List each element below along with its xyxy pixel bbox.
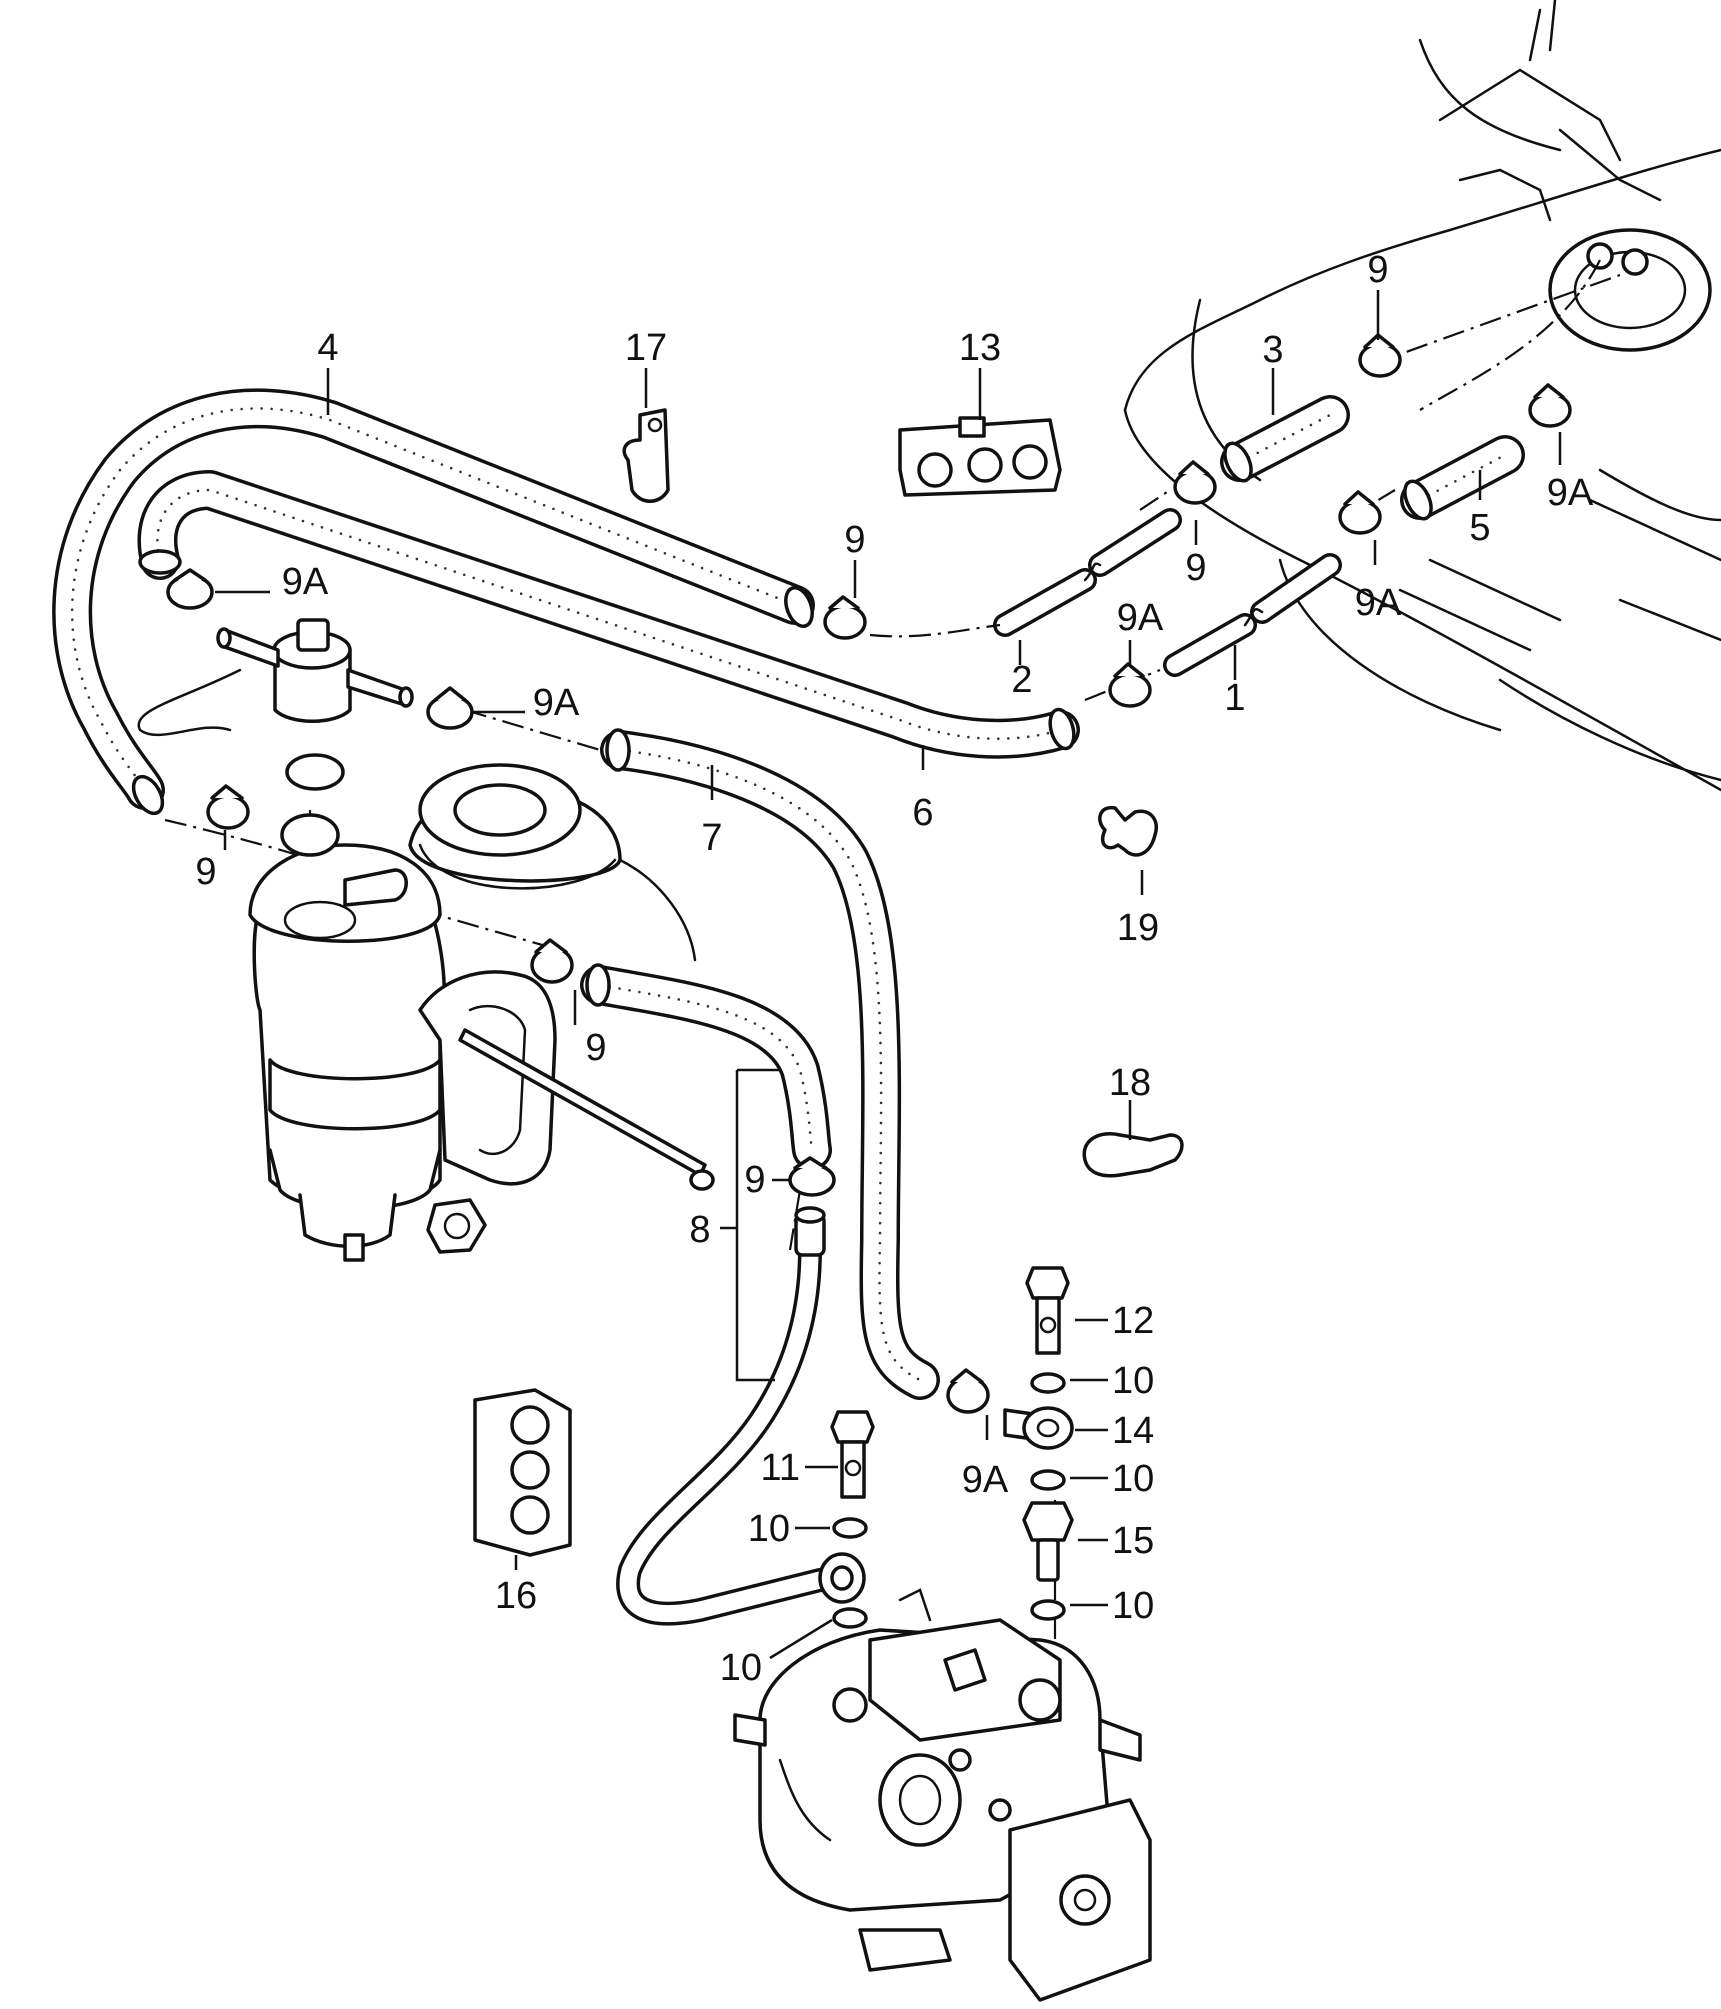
damper-housing	[408, 763, 697, 962]
callout-9a: 9A	[533, 682, 580, 724]
callout-5: 5	[1469, 507, 1490, 549]
clip-13	[898, 416, 1062, 497]
valve	[137, 618, 414, 791]
pipe-1	[1163, 553, 1342, 677]
clamp-9	[1358, 333, 1402, 378]
clamps	[166, 333, 1572, 1414]
clip-18	[1082, 1132, 1184, 1178]
fuel-filter	[248, 813, 715, 1262]
callout-9a: 9A	[282, 561, 329, 603]
callout-labels: 4 17 13 3 9 9A 5 9 9A 1 9A 2 9 9A 9A 9 9…	[195, 249, 1593, 1689]
banjo-union-14	[1003, 1406, 1074, 1450]
banjo-bolt-12	[1025, 1266, 1070, 1355]
hose-6	[137, 470, 1080, 759]
callout-9: 9	[1185, 547, 1206, 589]
callout-9: 9	[744, 1159, 765, 1201]
callout-10: 10	[720, 1647, 762, 1689]
callout-6: 6	[912, 792, 933, 834]
callout-9a: 9A	[1355, 582, 1402, 624]
callout-9a: 9A	[1547, 472, 1594, 514]
clip-16	[473, 1388, 572, 1557]
callout-16: 16	[495, 1575, 537, 1617]
clamp-9a	[946, 1368, 990, 1414]
callout-13: 13	[959, 327, 1001, 369]
clamp-9	[1173, 460, 1217, 505]
callout-9: 9	[585, 1027, 606, 1069]
callout-10: 10	[1112, 1360, 1154, 1402]
callout-10: 10	[1112, 1458, 1154, 1500]
hose-4	[52, 388, 815, 816]
clamp-9	[206, 784, 250, 830]
clamp-9a	[166, 568, 214, 610]
pipe-2	[993, 508, 1182, 637]
connector-15	[1022, 1501, 1074, 1582]
clip-17	[622, 408, 670, 503]
callout-1: 1	[1224, 677, 1245, 719]
callout-2: 2	[1011, 659, 1032, 701]
banjo-bolt-11	[830, 1410, 875, 1499]
callout-19: 19	[1117, 907, 1159, 949]
callout-10: 10	[1112, 1585, 1154, 1627]
callout-9: 9	[195, 851, 216, 893]
callout-17: 17	[625, 327, 667, 369]
hose-8	[580, 963, 866, 1626]
clamp-9a	[1108, 662, 1152, 708]
hose-5	[1400, 435, 1525, 521]
hose-7	[600, 728, 940, 1400]
clamp-9	[823, 595, 867, 640]
clamp-9	[788, 1156, 836, 1197]
leader-lines	[215, 290, 1562, 1660]
callout-7: 7	[701, 817, 722, 859]
callout-10: 10	[748, 1508, 790, 1550]
callout-18: 18	[1109, 1062, 1151, 1104]
callout-14: 14	[1112, 1410, 1154, 1452]
callout-9a: 9A	[1117, 597, 1164, 639]
callout-9: 9	[1367, 249, 1388, 291]
callout-12: 12	[1112, 1300, 1154, 1342]
clamp-9a	[426, 686, 474, 730]
callout-8: 8	[689, 1209, 710, 1251]
clamp-9a	[1338, 490, 1382, 535]
washers-10	[832, 1372, 1066, 1629]
clamp-9a	[1528, 383, 1572, 428]
callout-15: 15	[1112, 1520, 1154, 1562]
callout-11: 11	[761, 1447, 800, 1489]
callout-4: 4	[317, 327, 338, 369]
clamp-9	[530, 938, 574, 984]
hose-3	[1220, 395, 1350, 483]
fuel-tank-outline	[1123, 0, 1721, 792]
clip-19	[1098, 805, 1158, 857]
injection-pump	[733, 1588, 1152, 2002]
callout-9a: 9A	[962, 1459, 1009, 1501]
callout-9: 9	[844, 519, 865, 561]
callout-3: 3	[1262, 329, 1283, 371]
